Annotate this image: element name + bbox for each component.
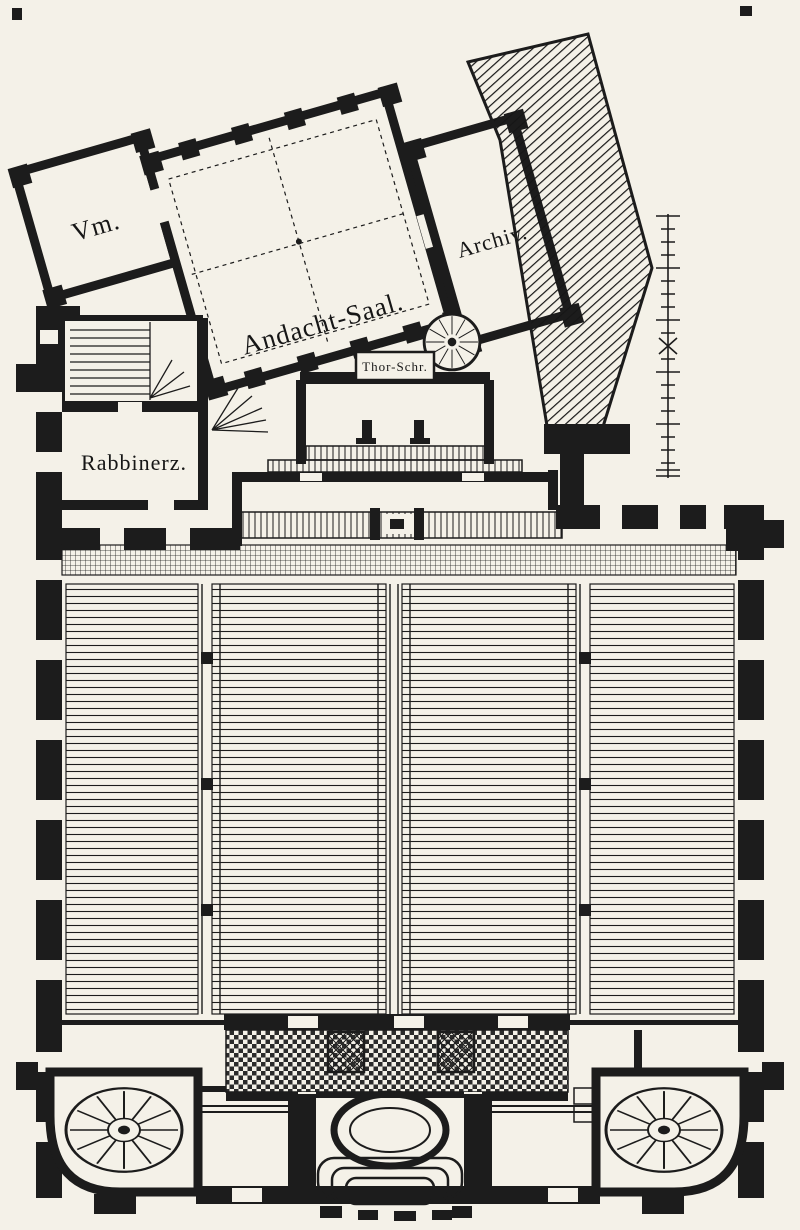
thora-shrine-box [354, 350, 436, 382]
winder-stair-fan [211, 387, 269, 433]
entrance-jamb [464, 1094, 492, 1190]
mosaic-floor [225, 1029, 569, 1093]
print-speck [740, 6, 752, 16]
spiral-stair [422, 312, 482, 372]
corridor-rails [198, 1105, 596, 1113]
room-label-rabbinerzimmer: Rabbinerz. [81, 450, 187, 475]
entrance-jamb [288, 1094, 316, 1190]
entrance-front [94, 1090, 684, 1221]
print-speck [12, 8, 22, 20]
annex-wing: Vm. Andacht- [7, 82, 585, 401]
hall-columns [201, 652, 591, 916]
entrance-steps [316, 1156, 464, 1206]
chancel-steps [305, 445, 487, 461]
vestibule-pier [436, 1030, 476, 1074]
chancel-platform [267, 459, 523, 473]
room-divider-wall [634, 1030, 642, 1092]
room-label-thora-schrein: Thor-Schr. [362, 359, 428, 374]
rabbinerzimmer-room: Rabbinerz. [62, 318, 208, 510]
gallery-band [61, 544, 737, 576]
pew-block-center-left [211, 583, 387, 1015]
facade-foot [642, 1194, 684, 1214]
neighbor-building-hatch [465, 32, 654, 506]
bimah-platform [237, 508, 563, 540]
main-hall [61, 544, 738, 1030]
pew-block-right [589, 583, 735, 1015]
stair-tower-right [591, 1067, 749, 1197]
pew-block-center-right [401, 583, 577, 1015]
vestibule-pier [326, 1030, 366, 1074]
ceiling-center-mark [295, 238, 302, 245]
scale-bar [656, 214, 680, 478]
stair-tower-left [45, 1067, 203, 1197]
thora-shrine: Thor-Schr. [232, 350, 558, 546]
aisle-lines [201, 584, 581, 1014]
step-blocks [320, 1206, 472, 1221]
left-stair [36, 306, 203, 407]
andacht-saal-room: Andacht-Saal. [139, 82, 467, 401]
pew-block-left [65, 583, 199, 1015]
facade-foot [94, 1194, 136, 1214]
